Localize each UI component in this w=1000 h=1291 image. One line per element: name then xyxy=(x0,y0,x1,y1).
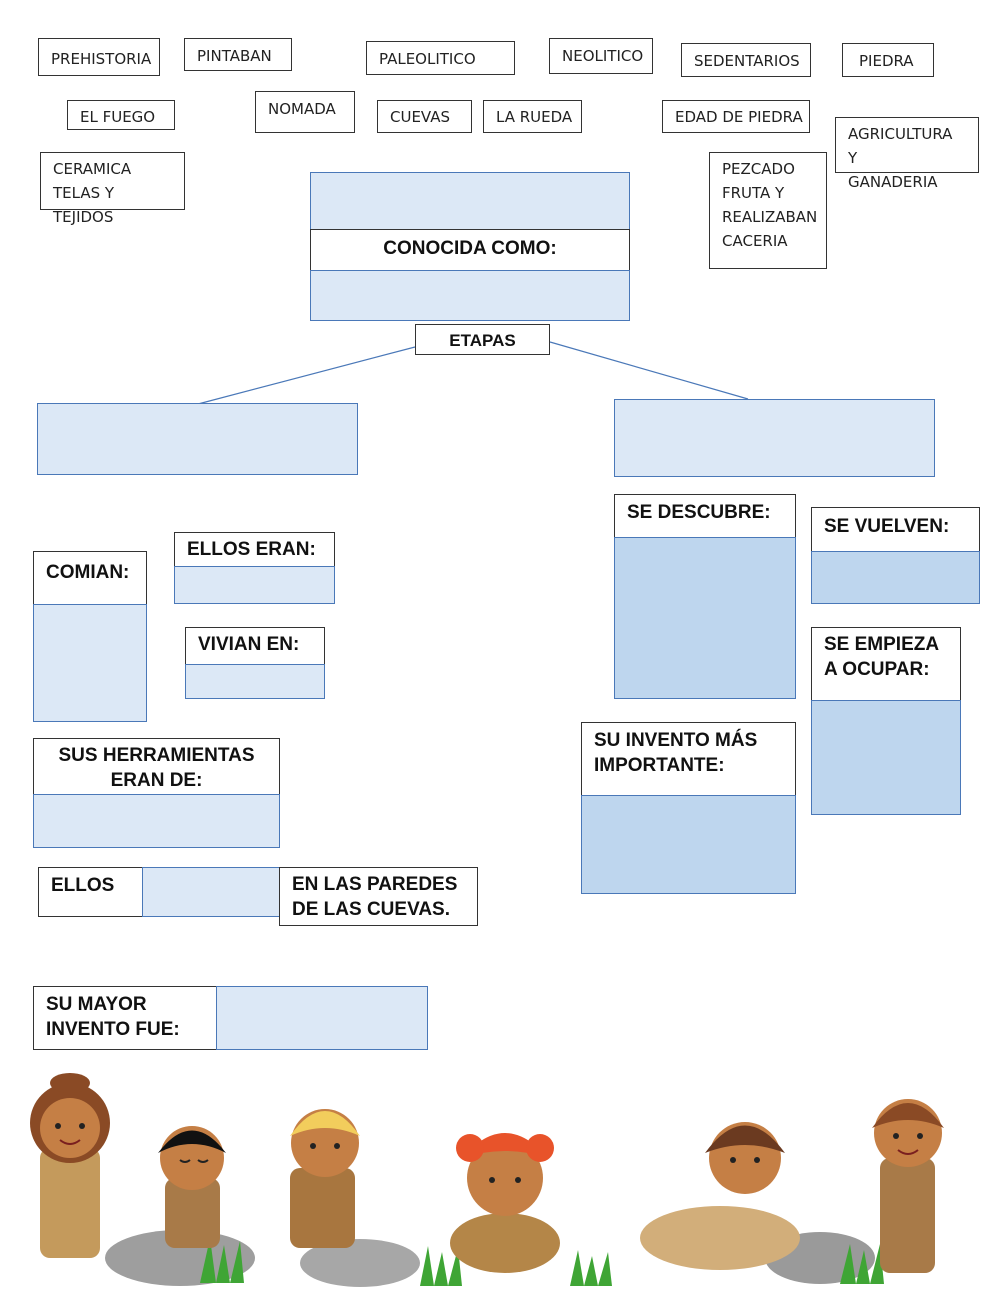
chip-text-line: CACERIA xyxy=(722,232,788,250)
label-se-vuelven: SE VUELVEN: xyxy=(811,507,980,552)
chip-nomada[interactable]: NOMADA xyxy=(255,91,355,133)
label-line: DE LAS CUEVAS. xyxy=(292,899,451,920)
chip-cuevas[interactable]: CUEVAS xyxy=(377,100,472,133)
label-etapas: ETAPAS xyxy=(415,324,550,355)
label-se-empieza: SE EMPIEZA A OCUPAR: xyxy=(811,627,961,701)
drop-zone-ellos-eran[interactable] xyxy=(174,566,335,604)
label-vivian-en: VIVIAN EN: xyxy=(185,627,325,665)
label-line: SU INVENTO MÁS xyxy=(594,730,758,751)
kid-4 xyxy=(450,1133,560,1273)
connector-left xyxy=(197,346,416,405)
drop-zone-etapa-1[interactable] xyxy=(37,403,358,475)
drop-zone-herramientas[interactable] xyxy=(33,794,280,848)
kid-5 xyxy=(640,1122,800,1270)
drop-zone-conocida-como[interactable] xyxy=(310,270,630,321)
kid-6 xyxy=(872,1099,944,1273)
drop-zone-invento-importante[interactable] xyxy=(581,795,796,894)
chip-text-line: TELAS Y TEJIDOS xyxy=(53,184,115,226)
chip-agricultura-ganaderia[interactable]: AGRICULTURA Y GANADERIA xyxy=(835,117,979,191)
label-line: IMPORTANTE: xyxy=(594,755,725,776)
chip-pezcado-fruta[interactable]: PEZCADO FRUTA Y REALIZABAN CACERIA xyxy=(709,152,827,269)
label-se-descubre: SE DESCUBRE: xyxy=(614,494,796,538)
label-line: INVENTO FUE: xyxy=(46,1019,180,1040)
chip-text-line: AGRICULTURA Y xyxy=(848,125,953,167)
label-en-las-paredes: EN LAS PAREDES DE LAS CUEVAS. xyxy=(279,867,478,926)
chip-prehistoria[interactable]: PREHISTORIA xyxy=(38,38,160,76)
connector-lines xyxy=(197,341,749,405)
drop-zone-comian[interactable] xyxy=(33,604,147,722)
chip-sedentarios[interactable]: SEDENTARIOS xyxy=(681,43,811,77)
chip-text-line: GANADERIA xyxy=(848,173,938,191)
chip-ceramica-telas[interactable]: CERAMICA TELAS Y TEJIDOS xyxy=(40,152,185,226)
label-conocida-como: CONOCIDA COMO: xyxy=(310,229,630,271)
chip-piedra[interactable]: PIEDRA xyxy=(842,43,934,77)
rock-shape xyxy=(300,1239,420,1287)
label-line: A OCUPAR: xyxy=(824,659,930,680)
label-line: SUS HERRAMIENTAS xyxy=(58,745,255,766)
drop-zone-se-empieza[interactable] xyxy=(811,700,961,815)
chip-paleolitico[interactable]: PALEOLITICO xyxy=(366,41,515,75)
chip-neolitico[interactable]: NEOLITICO xyxy=(549,38,653,74)
chip-text-line: CERAMICA xyxy=(53,160,132,178)
label-herramientas: SUS HERRAMIENTAS ERAN DE: xyxy=(33,738,280,795)
label-line: SE EMPIEZA xyxy=(824,634,940,655)
chip-text-line: REALIZABAN xyxy=(722,208,818,226)
drop-zone-mayor-invento[interactable] xyxy=(216,986,428,1050)
chip-pintaban[interactable]: PINTABAN xyxy=(184,38,292,71)
prehistoric-kids-illustration xyxy=(30,1073,944,1287)
label-invento-importante: SU INVENTO MÁS IMPORTANTE: xyxy=(581,722,796,796)
label-line: ERAN DE: xyxy=(110,770,203,791)
drop-zone-ellos[interactable] xyxy=(142,867,280,917)
label-mayor-invento: SU MAYOR INVENTO FUE: xyxy=(33,986,217,1050)
chip-edad-de-piedra[interactable]: EDAD DE PIEDRA xyxy=(662,100,810,133)
chip-text-line: FRUTA Y xyxy=(722,184,785,202)
grass-tufts xyxy=(200,1238,884,1286)
label-ellos: ELLOS xyxy=(38,867,143,917)
label-ellos-eran: ELLOS ERAN: xyxy=(174,532,335,567)
drop-zone-vivian-en[interactable] xyxy=(185,664,325,699)
label-line: SU MAYOR xyxy=(46,994,147,1015)
kid-2 xyxy=(158,1126,226,1248)
kid-1 xyxy=(30,1073,110,1258)
drop-zone-etapa-2[interactable] xyxy=(614,399,935,477)
label-comian: COMIAN: xyxy=(33,551,147,605)
drop-zone-se-vuelven[interactable] xyxy=(811,551,980,604)
chip-text-line: PEZCADO xyxy=(722,160,795,178)
chip-la-rueda[interactable]: LA RUEDA xyxy=(483,100,582,133)
drop-zone-se-descubre[interactable] xyxy=(614,537,796,699)
chip-el-fuego[interactable]: EL FUEGO xyxy=(67,100,175,130)
connector-right xyxy=(549,341,749,400)
kid-3 xyxy=(290,1109,360,1248)
label-line: EN LAS PAREDES xyxy=(292,874,458,895)
